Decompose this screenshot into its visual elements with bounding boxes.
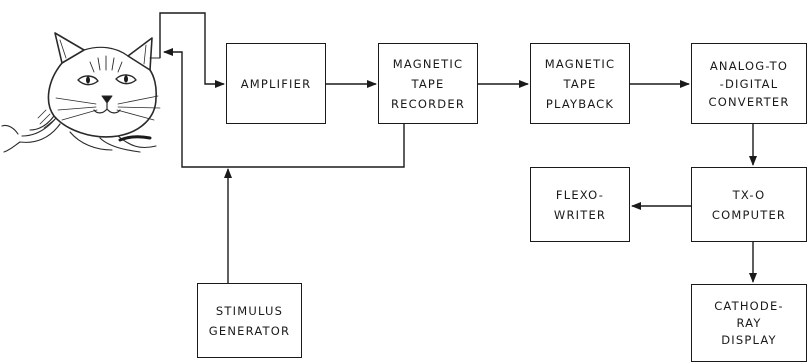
cat-to-amplifier-line — [160, 13, 224, 84]
tx0-computer-block: TX-O COMPUTER — [691, 167, 807, 242]
flexo-label-line-1: FLEXO- — [556, 185, 604, 205]
playback-label-line-3: PLAYBACK — [546, 94, 614, 114]
crt-label-line-1: CATHODE- — [714, 298, 784, 315]
crt-label-line-3: DISPLAY — [721, 332, 777, 349]
crt-label-line-2: RAY — [736, 315, 761, 332]
flexo-label-line-2: WRITER — [554, 205, 606, 225]
adc-label-line-2: -DIGITAL — [720, 75, 779, 93]
flexowriter-block: FLEXO- WRITER — [530, 167, 630, 242]
cathode-ray-display-block: CATHODE- RAY DISPLAY — [691, 284, 807, 362]
stimulus-generator-block: STIMULUS GENERATOR — [197, 283, 302, 358]
magnetic-tape-playback-block: MAGNETIC TAPE PLAYBACK — [530, 43, 630, 124]
adc-label-line-1: ANALOG-TO — [710, 57, 788, 75]
recorder-label-line-1: MAGNETIC — [393, 54, 463, 74]
playback-label-line-1: MAGNETIC — [545, 54, 615, 74]
playback-label-line-2: TAPE — [564, 74, 597, 94]
adc-label-line-3: CONVERTER — [708, 93, 789, 111]
recorder-label-line-2: TAPE — [412, 74, 445, 94]
magnetic-tape-recorder-block: MAGNETIC TAPE RECORDER — [378, 43, 478, 124]
stimulus-label-line-1: STIMULUS — [216, 301, 283, 321]
recorder-label-line-3: RECORDER — [391, 94, 465, 114]
stimulus-label-line-2: GENERATOR — [209, 321, 290, 341]
tx0-label-line-2: COMPUTER — [712, 205, 786, 225]
tx0-label-line-1: TX-O — [733, 185, 766, 205]
amplifier-label: AMPLIFIER — [241, 74, 312, 94]
cat-illustration — [2, 33, 160, 152]
analog-to-digital-converter-block: ANALOG-TO -DIGITAL CONVERTER — [691, 43, 807, 124]
amplifier-block: AMPLIFIER — [226, 43, 326, 124]
